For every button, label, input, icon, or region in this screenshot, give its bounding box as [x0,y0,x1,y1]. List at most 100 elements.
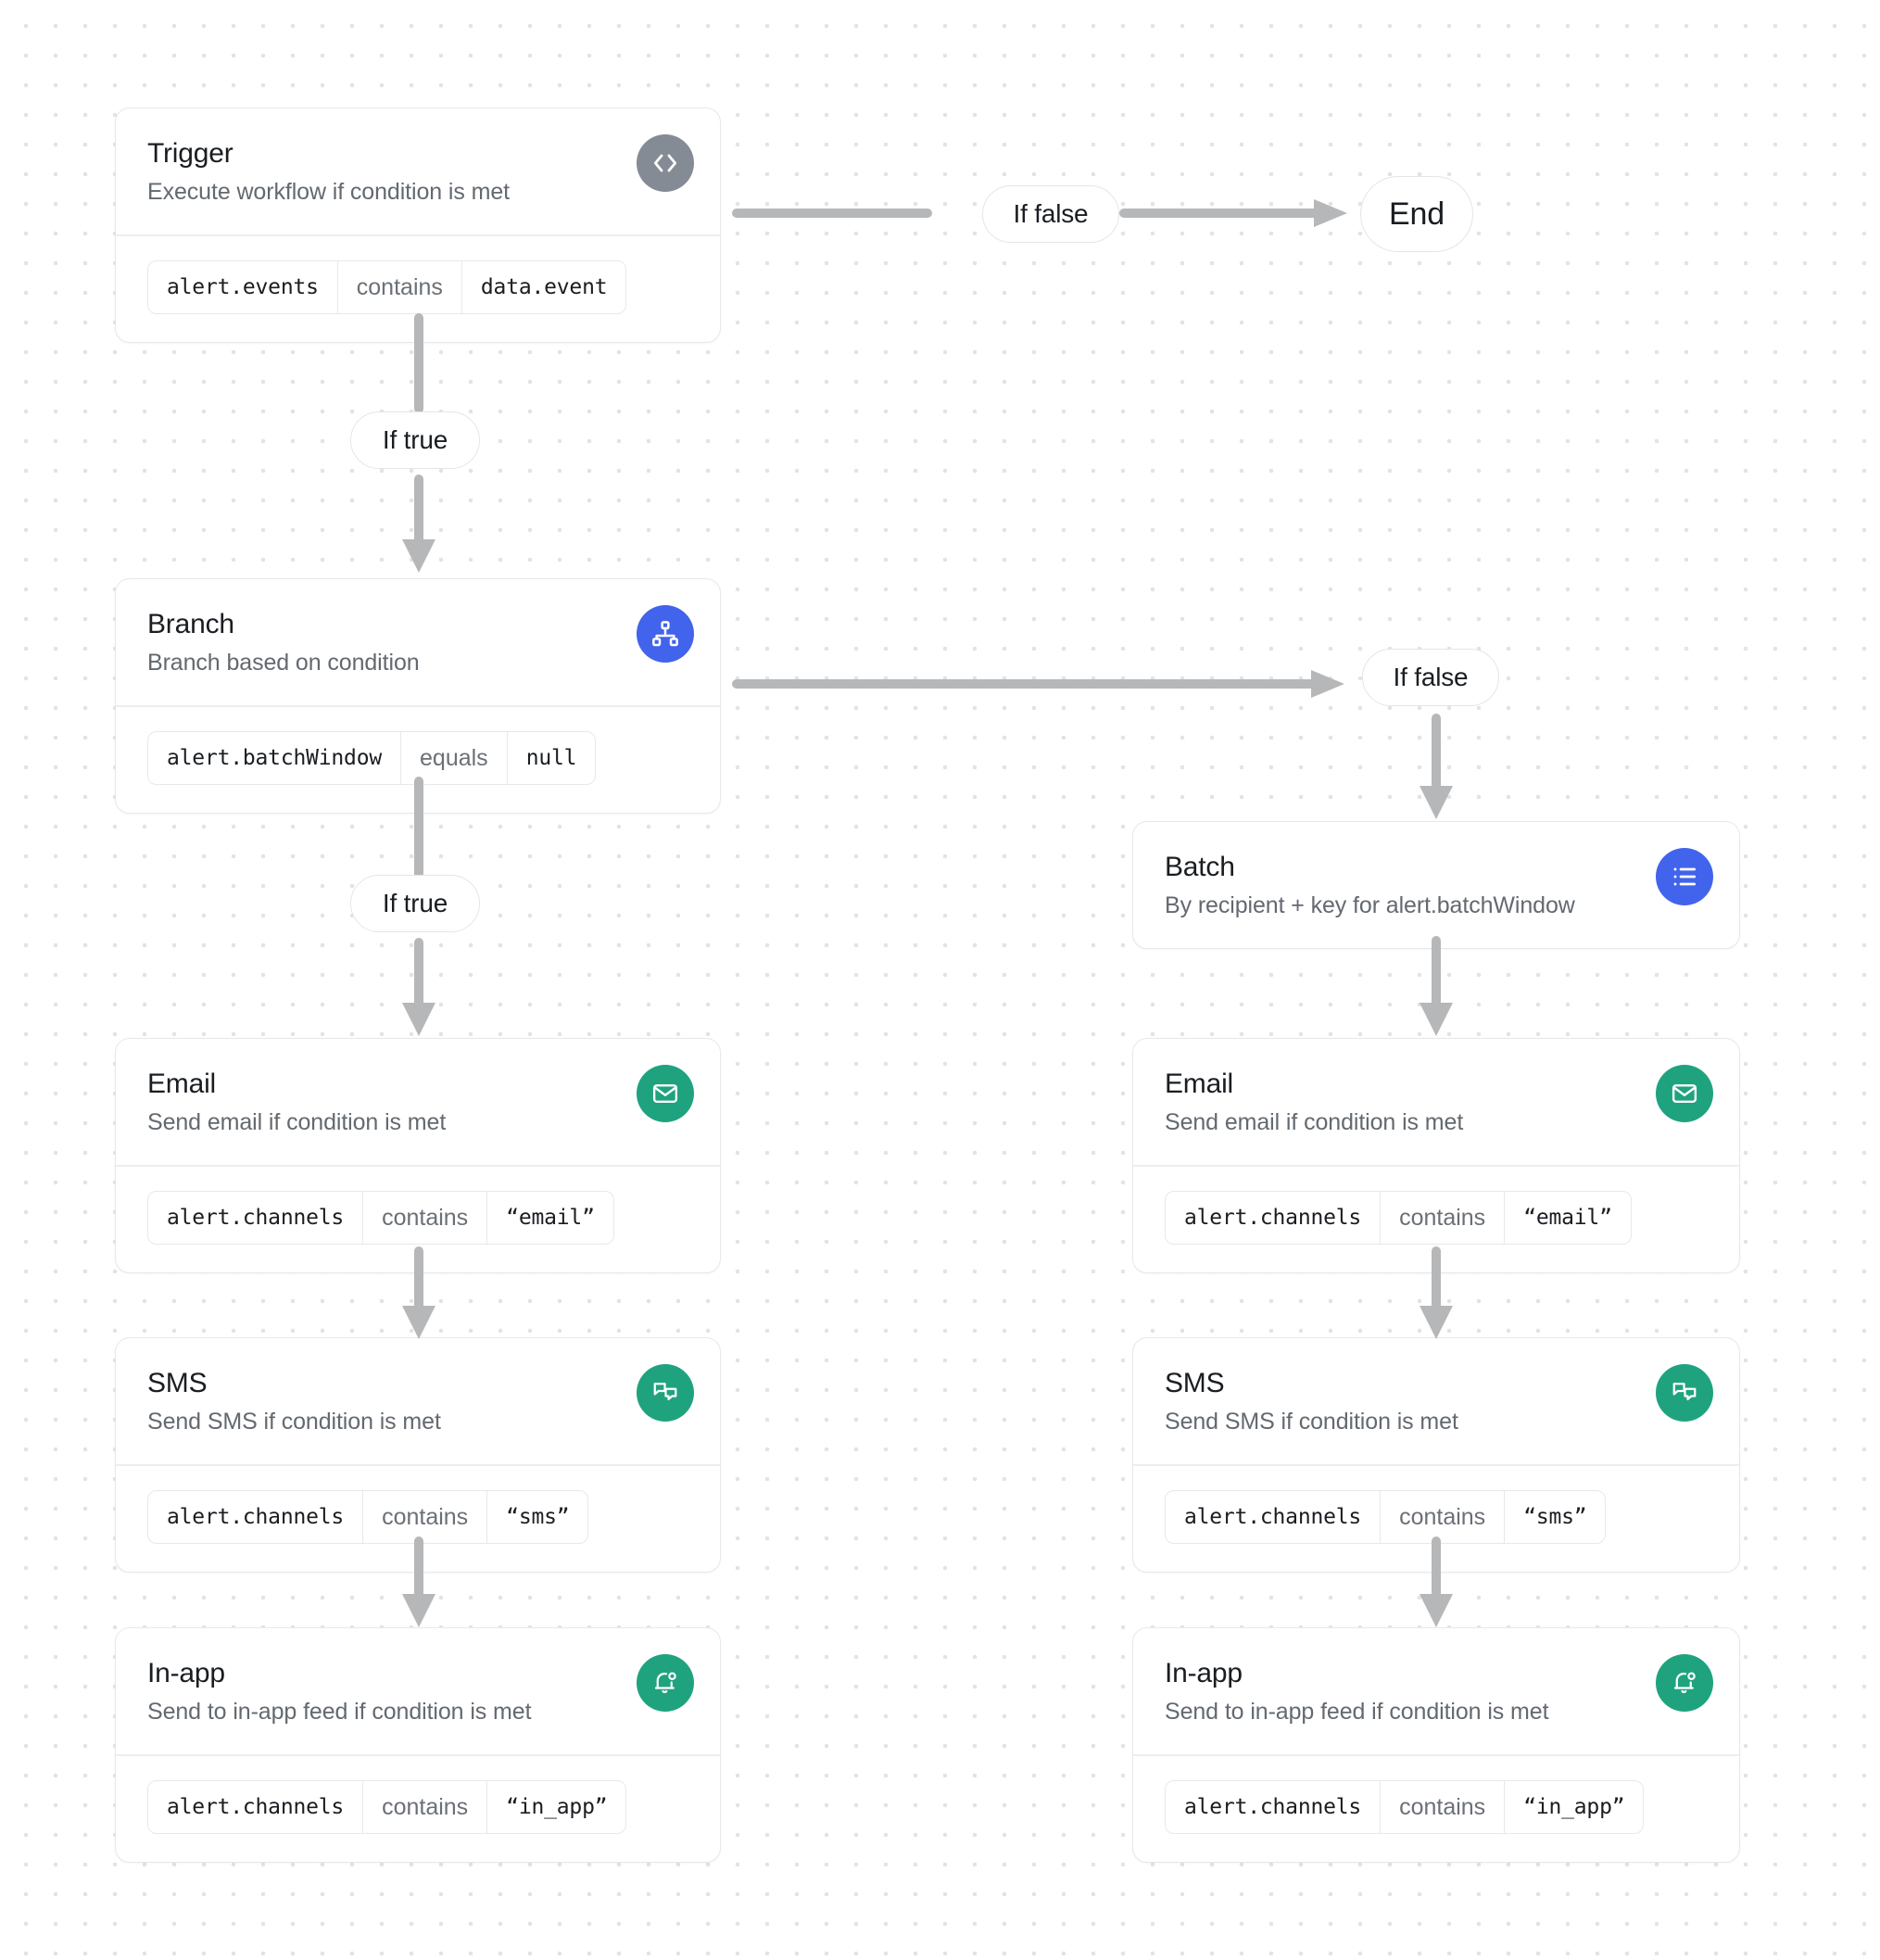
pill-label: If false [1393,663,1469,691]
connector-if-false-to-end [1119,195,1379,232]
node-title: Batch [1165,852,1235,882]
card-divider [1133,1464,1739,1466]
condition-group[interactable]: alert.batchWindow equals null [147,730,597,785]
condition-field: alert.channels [1184,1504,1362,1529]
condition-value: “email” [486,1191,613,1244]
condition-group[interactable]: alert.channels contains “sms” [1165,1489,1607,1544]
card-header: SMS Send SMS if condition is met [116,1338,720,1464]
condition-value: “in_app” [486,1780,625,1833]
connector-if-true-to-email [398,938,439,1040]
bell-dot-icon [637,1654,694,1712]
node-title: In-app [1165,1658,1243,1688]
connector-branch-to-if-true [408,777,430,879]
bell-dot-icon [1656,1654,1713,1712]
condition-value: data.event [461,260,625,313]
card-divider [1133,1165,1739,1167]
connector-trigger-to-if-true [408,313,430,413]
card-header: Email Send email if condition is met [1133,1039,1739,1165]
condition-operator: equals [400,731,507,784]
condition-value: “email” [1504,1191,1631,1244]
node-title: In-app [147,1658,225,1688]
card-body: alert.batchWindow equals null [116,707,720,813]
card-header: SMS Send SMS if condition is met [1133,1338,1739,1464]
connector-trigger-to-if-false [732,202,932,224]
condition-field: alert.channels [167,1504,345,1529]
envelope-icon [1656,1065,1713,1122]
connector-branch-to-if-false [732,665,1381,702]
condition-field: alert.channels [167,1205,345,1230]
card-body: alert.events contains data.event [116,236,720,342]
card-header: Batch By recipient + key for alert.batch… [1133,822,1739,948]
condition-operator: contains [362,1490,486,1543]
condition-value: “sms” [1504,1490,1605,1543]
condition-value: “sms” [486,1490,587,1543]
node-card-sms-left[interactable]: SMS Send SMS if condition is met alert.c… [115,1337,721,1573]
card-body: alert.channels contains “in_app” [1133,1756,1739,1862]
connector-sms-to-inapp-right [1416,1536,1457,1633]
condition-operator: contains [362,1780,486,1833]
card-divider [116,1754,720,1756]
connector-sms-to-inapp-left [398,1536,439,1633]
node-title: Email [1165,1069,1234,1099]
pill-label: End [1389,196,1445,232]
card-header: In-app Send to in-app feed if condition … [1133,1628,1739,1754]
condition-field: alert.channels [1184,1205,1362,1230]
code-icon [637,134,694,192]
condition-field: alert.channels [167,1794,345,1819]
card-divider [116,705,720,707]
node-card-batch[interactable]: Batch By recipient + key for alert.batch… [1132,821,1740,949]
node-card-inapp-left[interactable]: In-app Send to in-app feed if condition … [115,1627,721,1863]
node-subtitle: Send SMS if condition is met [147,1409,441,1435]
condition-group[interactable]: alert.events contains data.event [147,259,627,314]
node-title: SMS [147,1368,208,1398]
node-card-inapp-right[interactable]: In-app Send to in-app feed if condition … [1132,1627,1740,1863]
node-subtitle: Send to in-app feed if condition is met [147,1699,532,1725]
card-divider [116,1165,720,1167]
connector-if-false-to-batch [1416,714,1457,825]
node-card-email-left[interactable]: Email Send email if condition is met ale… [115,1038,721,1273]
condition-operator: contains [1380,1191,1504,1244]
card-header: Email Send email if condition is met [116,1039,720,1165]
pill-end[interactable]: End [1360,176,1473,252]
sitemap-icon [637,605,694,663]
connector-if-true-to-branch [398,474,439,576]
node-title: Email [147,1069,217,1099]
condition-operator: contains [1380,1490,1504,1543]
node-subtitle: Send email if condition is met [1165,1109,1464,1135]
chat-bubbles-icon [637,1364,694,1422]
connector-email-to-sms-right [1416,1246,1457,1343]
pill-branch-if-false[interactable]: If false [1362,649,1499,706]
chat-bubbles-icon [1656,1364,1713,1422]
card-divider [1133,1754,1739,1756]
pill-label: If false [1013,199,1089,228]
card-divider [116,234,720,236]
connector-email-to-sms-left [398,1246,439,1343]
node-subtitle: Send to in-app feed if condition is met [1165,1699,1549,1725]
node-card-branch[interactable]: Branch Branch based on condition alert.b… [115,578,721,814]
node-card-email-right[interactable]: Email Send email if condition is met ale… [1132,1038,1740,1273]
node-title: Trigger [147,138,233,169]
node-subtitle: Send SMS if condition is met [1165,1409,1458,1435]
node-subtitle: Branch based on condition [147,650,420,676]
condition-group[interactable]: alert.channels contains “email” [1165,1190,1632,1245]
list-icon [1656,848,1713,905]
card-body: alert.channels contains “email” [1133,1167,1739,1272]
condition-group[interactable]: alert.channels contains “in_app” [147,1779,627,1834]
card-header: Trigger Execute workflow if condition is… [116,108,720,234]
condition-field: alert.events [167,274,319,299]
pill-label: If true [382,425,448,454]
pill-trigger-if-true[interactable]: If true [350,411,480,469]
condition-group[interactable]: alert.channels contains “in_app” [1165,1779,1645,1834]
pill-trigger-if-false[interactable]: If false [982,185,1119,243]
condition-group[interactable]: alert.channels contains “email” [147,1190,614,1245]
node-card-trigger[interactable]: Trigger Execute workflow if condition is… [115,107,721,343]
condition-group[interactable]: alert.channels contains “sms” [147,1489,589,1544]
card-body: alert.channels contains “in_app” [116,1756,720,1862]
pill-branch-if-true[interactable]: If true [350,875,480,932]
node-title: Branch [147,609,234,639]
card-body: alert.channels contains “sms” [1133,1466,1739,1572]
condition-field: alert.batchWindow [167,745,383,770]
condition-field: alert.channels [1184,1794,1362,1819]
node-card-sms-right[interactable]: SMS Send SMS if condition is met alert.c… [1132,1337,1740,1573]
